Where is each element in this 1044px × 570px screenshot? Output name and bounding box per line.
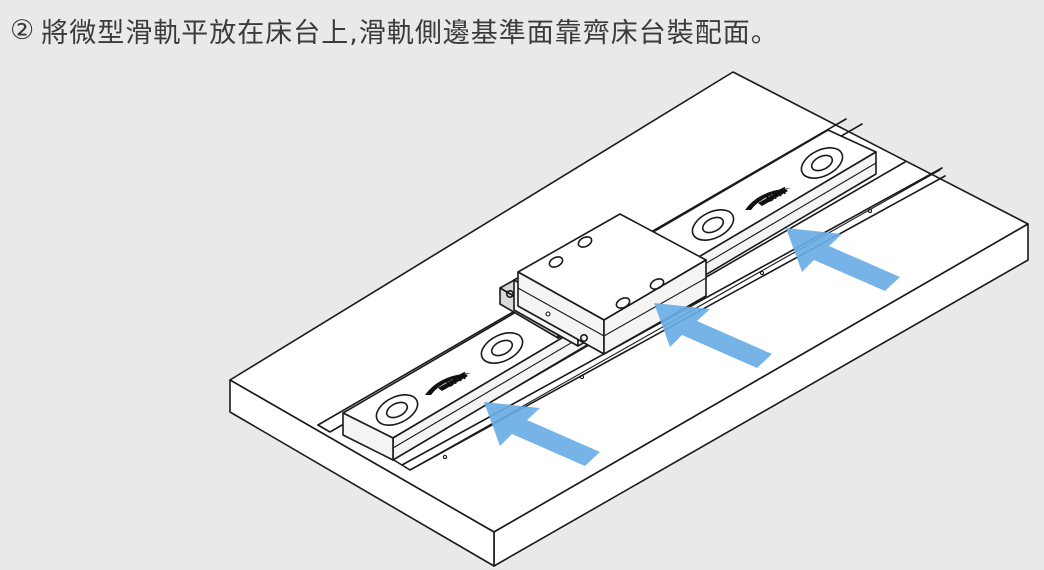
slider-block [499,213,707,355]
rail-hole-3 [691,209,735,241]
seal-screw-left [505,289,514,298]
alignment-arrows [484,228,900,466]
rail-hole-2 [480,332,524,364]
push-arrow-1 [484,402,600,466]
rail-hole-4 [800,147,844,179]
rail-mounting-holes [375,147,844,426]
seal-screw-right [579,333,588,342]
block-tapped-holes [548,236,665,309]
rail-hole-1 [375,394,419,426]
step-number-marker: ② [10,14,36,46]
grease-nipple [545,311,551,317]
bed-left-face [229,379,495,567]
push-arrow-2 [654,303,772,368]
instruction-caption: ② 將微型滑軌平放在床台上,滑軌側邊基準面靠齊床台裝配面。 [10,6,779,54]
instruction-text: 將微型滑軌平放在床台上,滑軌側邊基準面靠齊床台裝配面。 [41,17,779,49]
rail-end-face [342,412,394,461]
push-arrow-3 [786,228,900,291]
